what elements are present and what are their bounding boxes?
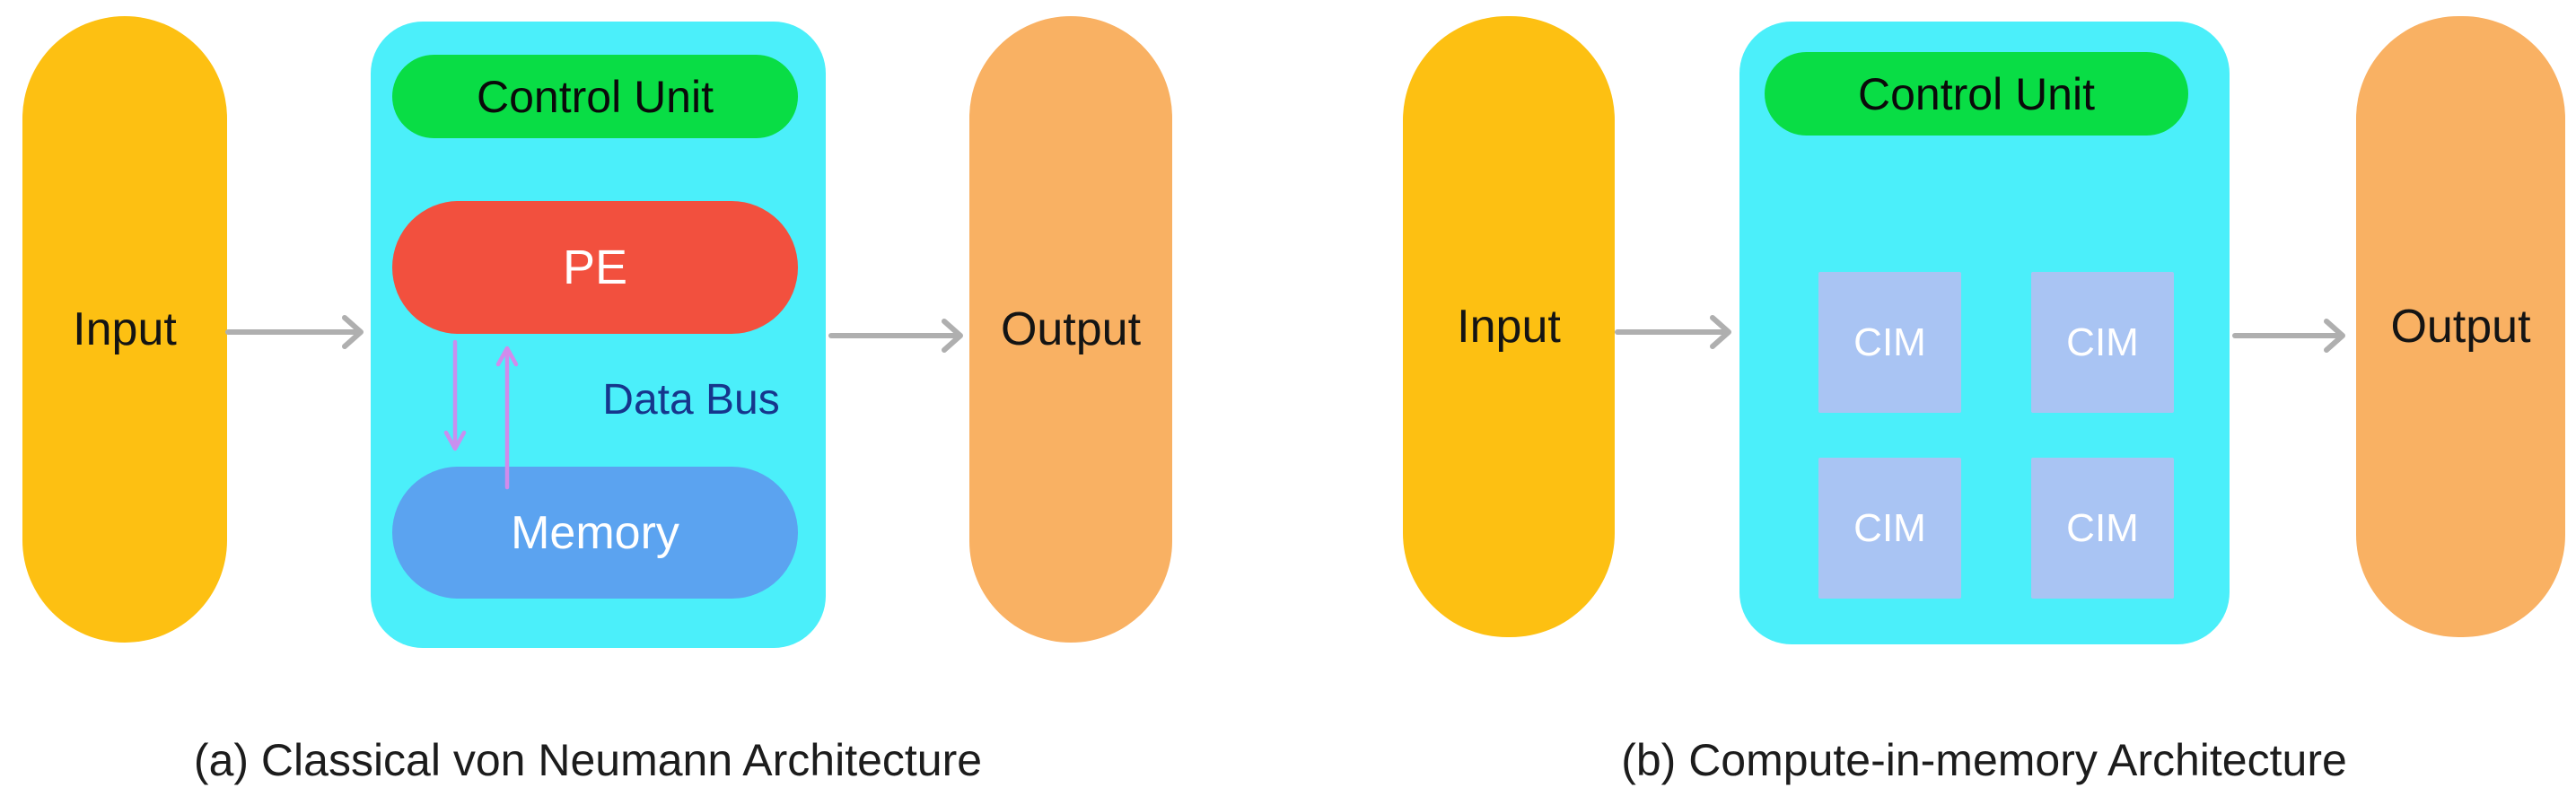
panel-a-input-pill: Input [22, 16, 227, 643]
panel-a-input-arrow-icon [224, 307, 375, 357]
panel-a-bus-up-arrow-icon [495, 341, 520, 490]
panel-a-input-label: Input [73, 303, 177, 355]
panel-a-output-pill: Output [969, 16, 1172, 643]
panel-a-control-unit-block: Control Unit [392, 55, 798, 138]
panel-b-cim-label-3: CIM [1853, 505, 1926, 550]
panel-a-control-unit-label: Control Unit [477, 71, 714, 122]
panel-b-output-label: Output [2390, 301, 2531, 353]
panel-b-output-arrow-icon [2231, 311, 2357, 361]
panel-a-memory-block: Memory [392, 467, 798, 599]
panel-a-bus-down-arrow-icon [442, 339, 468, 463]
panel-b-cim-label-4: CIM [2066, 505, 2139, 550]
panel-a-output-arrow-icon [828, 311, 975, 361]
panel-b-cim-block-3: CIM [1818, 458, 1961, 599]
panel-a-data-bus-label: Data Bus [602, 376, 780, 424]
panel-b-cim-block-4: CIM [2031, 458, 2174, 599]
panel-b-input-arrow-icon [1614, 307, 1743, 357]
panel-b-cim-block-2: CIM [2031, 272, 2174, 413]
panel-a-caption: (a) Classical von Neumann Architecture [193, 735, 983, 785]
panel-b-input-pill: Input [1403, 16, 1615, 637]
panel-b-cim-label-2: CIM [2066, 319, 2139, 364]
panel-b-control-unit-label: Control Unit [1858, 68, 2095, 119]
panel-a-output-label: Output [1000, 303, 1142, 355]
panel-b-cim-label-1: CIM [1853, 319, 1926, 364]
panel-b-output-pill: Output [2356, 16, 2565, 637]
panel-a-pe-block: PE [392, 201, 798, 334]
panel-b-control-unit-block: Control Unit [1765, 52, 2188, 136]
panel-b-cim-block-1: CIM [1818, 272, 1961, 413]
panel-a-pe-label: PE [562, 241, 628, 294]
panel-b-caption: (b) Compute-in-memory Architecture [1621, 735, 2347, 785]
panel-a-memory-label: Memory [511, 506, 679, 559]
panel-b-input-label: Input [1457, 301, 1561, 353]
